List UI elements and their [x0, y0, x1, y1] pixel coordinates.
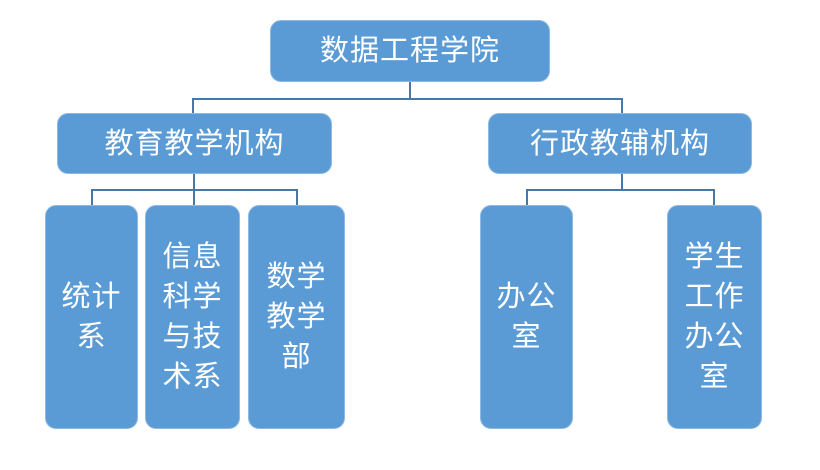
org-node-statistics-dept: 统计 系: [45, 205, 138, 429]
org-node-statistics-dept-label: 统计 系: [61, 281, 122, 353]
org-node-info-science-tech-dept-label: 信息 科学 与技 术系: [162, 241, 223, 393]
connector-admin-to-children: [526, 174, 715, 205]
connector-edu-to-children: [91, 174, 298, 205]
org-node-education-teaching-label: 教育教学机构: [104, 127, 285, 160]
org-node-student-affairs-office-label: 学生 工作 办公 室: [684, 241, 745, 393]
org-node-administrative-support: 行政教辅机构: [488, 113, 752, 174]
org-node-root: 数据工程学院: [270, 20, 550, 82]
connector-root-to-branches: [192, 82, 623, 113]
org-node-student-affairs-office: 学生 工作 办公 室: [667, 205, 762, 429]
org-node-math-teaching-dept: 数学 教学 部: [248, 205, 345, 429]
org-node-education-teaching: 教育教学机构: [57, 113, 332, 174]
org-node-office: 办公 室: [480, 205, 573, 429]
org-node-administrative-support-label: 行政教辅机构: [529, 127, 710, 160]
org-node-root-label: 数据工程学院: [319, 35, 500, 67]
org-node-office-label: 办公 室: [496, 281, 557, 353]
org-node-math-teaching-dept-label: 数学 教学 部: [266, 261, 327, 373]
org-node-info-science-tech-dept: 信息 科学 与技 术系: [145, 205, 240, 429]
